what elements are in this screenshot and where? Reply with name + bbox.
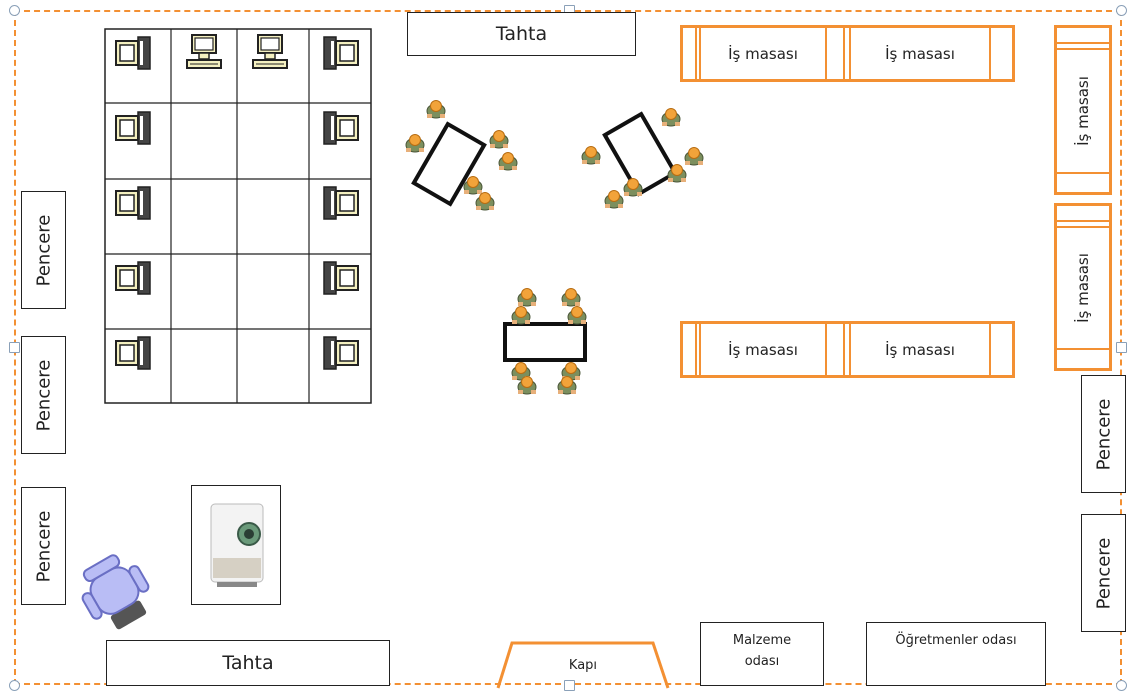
window-right-2: Pencere: [1081, 514, 1126, 632]
projector-box: [191, 485, 281, 605]
window-right-1-label: Pencere: [1093, 398, 1114, 470]
worker-icon: [425, 98, 447, 120]
worker-icon: [516, 374, 538, 396]
worker-icon: [404, 132, 426, 154]
board-top-label: Tahta: [495, 23, 548, 45]
worker-icon: [566, 304, 588, 326]
board-bottom: Tahta: [106, 640, 390, 686]
computer-icon: [320, 33, 360, 73]
storage-room-label-line1: Malzeme: [732, 633, 792, 648]
workbench-top: İş masası İş masası: [680, 25, 1015, 82]
window-right-2-label: Pencere: [1093, 537, 1114, 609]
computer-icon: [184, 31, 224, 71]
workbench-middle-section-2: İş masası: [849, 324, 991, 375]
worker-icon: [603, 188, 625, 210]
projector-icon: [210, 503, 264, 587]
window-left-2: Pencere: [21, 336, 66, 454]
workbench-top-2-label: İş masası: [885, 44, 955, 63]
worker-icon: [510, 304, 532, 326]
worker-icon: [666, 162, 688, 184]
workbench-right-2-label: İş masası: [1074, 253, 1092, 323]
door: [496, 641, 670, 689]
workbench-right-1-section: İş masası: [1057, 48, 1109, 174]
worker-icon: [660, 106, 682, 128]
workbench-middle-2-label: İş masası: [885, 340, 955, 359]
workbench-top-section-1: İş masası: [699, 28, 827, 79]
resize-handle-middle-left[interactable]: [9, 342, 20, 353]
resize-handle-top-right[interactable]: [1116, 5, 1127, 16]
worker-icon: [556, 374, 578, 396]
storage-room: Malzeme odası: [700, 622, 824, 686]
window-left-2-label: Pencere: [33, 359, 54, 431]
workbench-right-2-section: İş masası: [1057, 226, 1109, 350]
storage-room-label-line2: odası: [744, 654, 780, 669]
resize-handle-bottom-center[interactable]: [564, 680, 575, 691]
computer-icon: [114, 33, 154, 73]
resize-handle-middle-right[interactable]: [1116, 342, 1127, 353]
worker-icon: [497, 150, 519, 172]
window-left-3: Pencere: [21, 487, 66, 605]
window-left-3-label: Pencere: [33, 510, 54, 582]
board-top: Tahta: [407, 12, 636, 56]
window-right-1: Pencere: [1081, 375, 1126, 493]
workbench-right-1: İş masası: [1054, 25, 1112, 195]
computer-icon: [114, 183, 154, 223]
computer-icon: [114, 258, 154, 298]
worker-icon: [622, 176, 644, 198]
computer-icon: [320, 333, 360, 373]
office-chair-icon: [81, 554, 150, 630]
workbench-middle-section-1: İş masası: [699, 324, 827, 375]
teachers-room-label: Öğretmenler odası: [895, 633, 1017, 648]
board-bottom-label: Tahta: [222, 652, 274, 674]
worker-icon: [488, 128, 510, 150]
door-label: Kapı: [568, 657, 598, 673]
computer-icon: [320, 258, 360, 298]
resize-handle-top-left[interactable]: [9, 5, 20, 16]
workbench-middle-1-label: İş masası: [728, 340, 798, 359]
workbench-right-2: İş masası: [1054, 203, 1112, 371]
computer-icon: [114, 108, 154, 148]
resize-handle-bottom-left[interactable]: [9, 680, 20, 691]
computer-icon: [320, 183, 360, 223]
computer-icon: [320, 108, 360, 148]
workbench-top-section-2: İş masası: [849, 28, 991, 79]
worker-icon: [474, 190, 496, 212]
computer-icon: [250, 31, 290, 71]
workbench-middle: İş masası İş masası: [680, 321, 1015, 378]
window-left-1-label: Pencere: [33, 214, 54, 286]
workbench-top-1-label: İş masası: [728, 44, 798, 63]
resize-handle-bottom-right[interactable]: [1116, 680, 1127, 691]
group-table-3: [503, 322, 587, 362]
workbench-right-1-label: İş masası: [1074, 76, 1092, 146]
window-left-1: Pencere: [21, 191, 66, 309]
computer-icon: [114, 333, 154, 373]
teachers-room: Öğretmenler odası: [866, 622, 1046, 686]
worker-icon: [580, 144, 602, 166]
